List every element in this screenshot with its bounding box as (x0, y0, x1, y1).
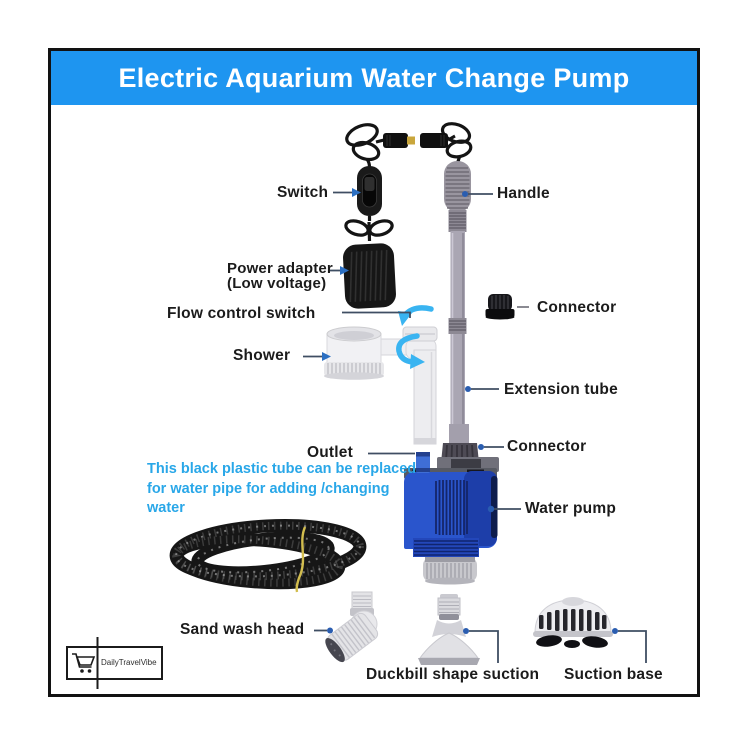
brand-name: DailyTravelVibe (101, 658, 157, 667)
label-power-adapter: Power adapter (227, 260, 333, 277)
note-line-1: This black plastic tube can be replaced (147, 461, 417, 477)
note-line-3: water (147, 500, 185, 516)
note-line-2: for water pipe for adding /changing (147, 480, 390, 497)
label-water-pump: Water pump (525, 500, 616, 517)
label-suction-base: Suction base (564, 666, 663, 683)
label-outlet: Outlet (307, 444, 353, 461)
label-power-adapter-voltage: (Low voltage) (227, 275, 327, 292)
image-border-frame (48, 48, 700, 697)
label-connector-top: Connector (537, 299, 617, 316)
label-connector-mid: Connector (507, 438, 587, 455)
title-banner: Electric Aquarium Water Change Pump (51, 51, 697, 105)
replacement-note: This black plastic tube can be replaced … (147, 460, 416, 519)
label-flow-control-switch: Flow control switch (167, 305, 316, 322)
label-sand-wash-head: Sand wash head (180, 621, 305, 638)
label-duckbill-suction: Duckbill shape suction (366, 666, 540, 683)
label-shower: Shower (233, 347, 291, 364)
label-switch: Switch (277, 184, 329, 201)
page-title: Electric Aquarium Water Change Pump (118, 62, 630, 93)
label-extension-tube: Extension tube (504, 381, 618, 398)
label-handle: Handle (497, 185, 550, 202)
